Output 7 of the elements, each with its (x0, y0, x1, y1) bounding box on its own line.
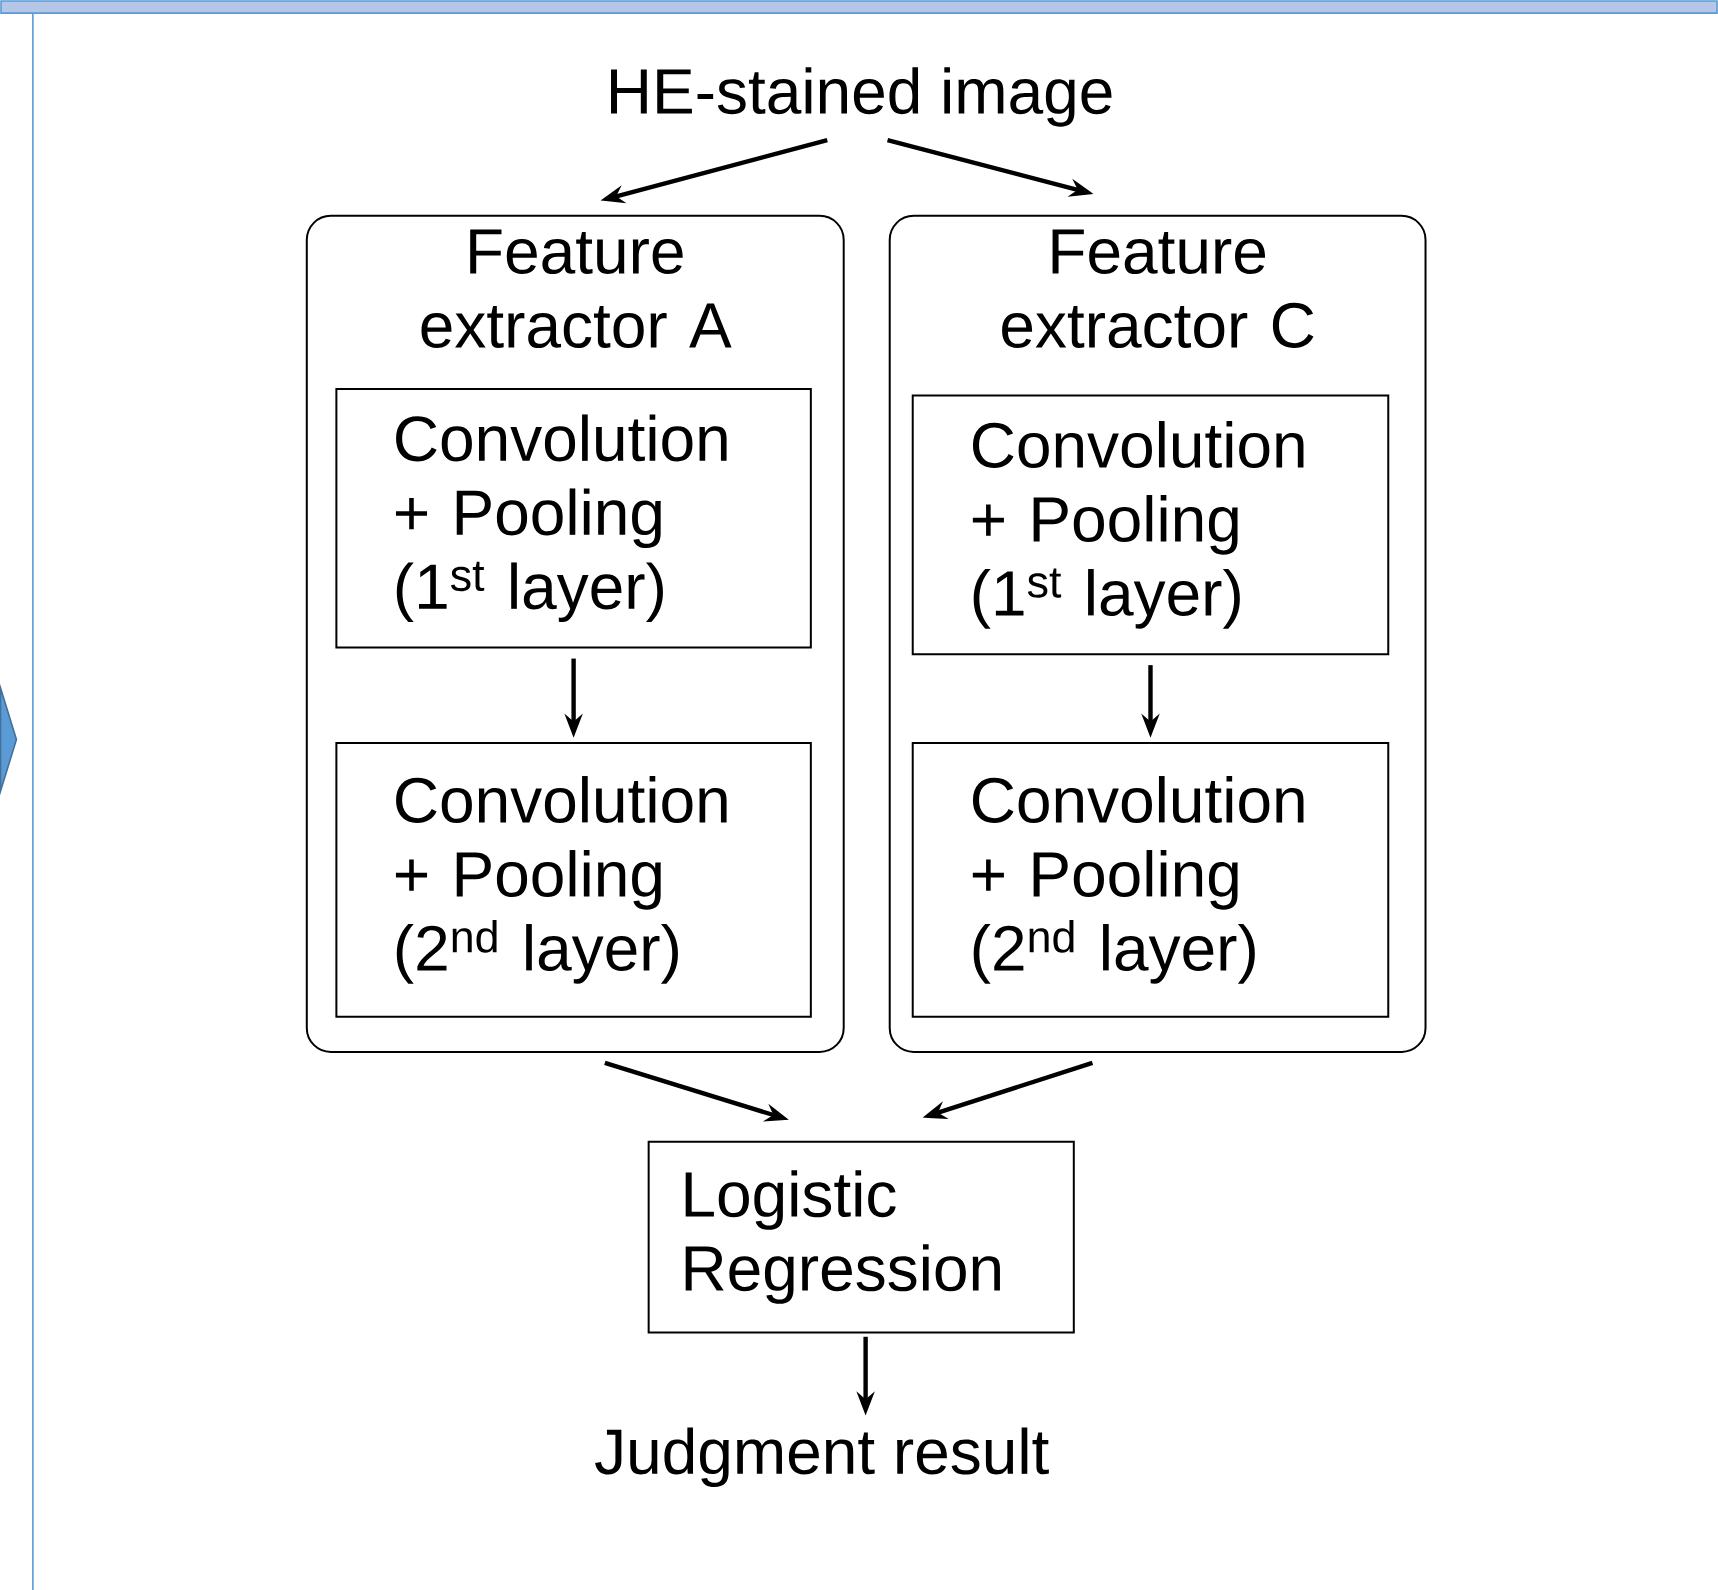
process-box: Logistic Regression (647, 1140, 1075, 1334)
text-label: Judgment result (595, 1427, 1049, 1488)
process-box: Convolution + Pooling (2$^{nd}$ layer) (335, 741, 812, 1018)
process-box: Convolution + Pooling (1$^{st}$ layer) (335, 388, 812, 649)
process-box: Convolution + Pooling (1$^{st}$ layer) (911, 394, 1390, 656)
text-label: HE-stained image (611, 67, 1112, 127)
process-box: Convolution + Pooling (2$^{nd}$ layer) (911, 741, 1390, 1018)
